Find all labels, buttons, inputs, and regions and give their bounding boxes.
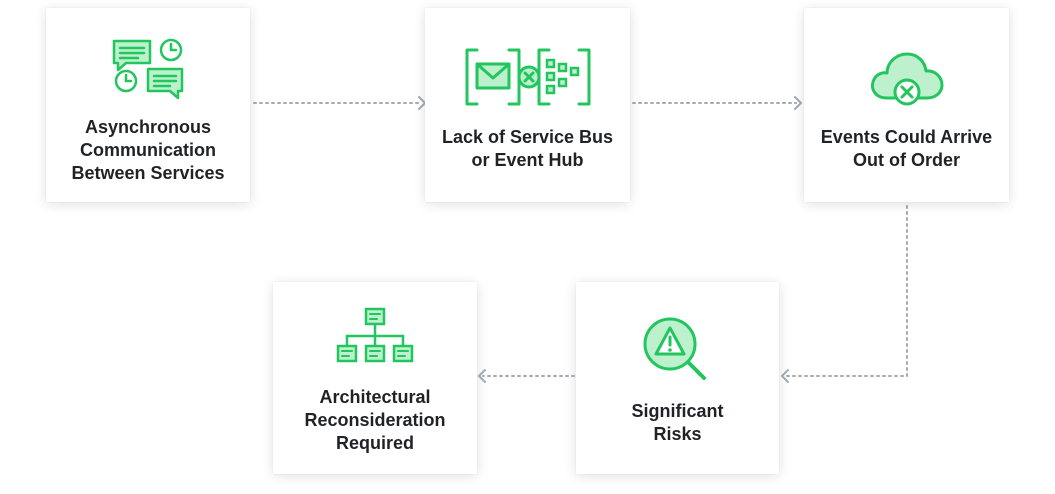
arrowhead-left	[781, 369, 789, 383]
chat-clock-icon	[112, 38, 184, 100]
step-card-significant-risks: Significant Risks	[576, 282, 779, 474]
step-label-events-out-of-order: Events Could Arrive Out of Order	[820, 127, 993, 170]
step-label-async-communication: Asynchronous Communication Between Servi…	[71, 117, 225, 183]
step-label-no-service-bus: Lack of Service Bus or Event Hub	[441, 127, 614, 170]
connector-events-to-risks	[785, 205, 908, 377]
step-label-significant-risks: Significant Risks	[631, 401, 724, 444]
step-card-events-out-of-order: Events Could Arrive Out of Order	[804, 8, 1009, 202]
cloud-error-icon	[870, 52, 943, 106]
step-card-architectural-reconsideration: Architectural Reconsideration Required	[273, 282, 477, 474]
arrowhead-right	[794, 96, 802, 110]
hierarchy-diagram-icon	[336, 307, 414, 363]
step-label-architectural-reconsideration: Architectural Reconsideration Required	[304, 387, 446, 453]
mail-blocked-queue-icon	[465, 48, 590, 106]
step-card-async-communication: Asynchronous Communication Between Servi…	[46, 8, 250, 202]
magnifier-warning-icon	[643, 317, 706, 380]
arrowhead-left	[478, 369, 486, 383]
step-card-no-service-bus: Lack of Service Bus or Event Hub	[425, 8, 630, 202]
